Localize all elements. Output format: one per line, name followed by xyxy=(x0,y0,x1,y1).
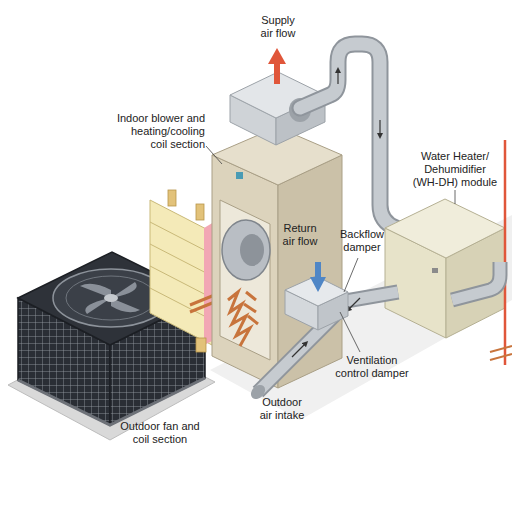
return-duct xyxy=(340,292,398,302)
part-label: Supply air flow xyxy=(256,14,300,40)
leader-line xyxy=(455,190,456,204)
access-opening xyxy=(220,200,270,360)
fan-blades xyxy=(80,282,140,314)
part-label: Outdoor fan and coil section xyxy=(116,420,204,446)
damper-box-top xyxy=(285,276,348,306)
return-duct-edge xyxy=(340,292,398,302)
supply-duct-edge xyxy=(300,44,396,228)
blower-wheel xyxy=(240,234,264,266)
air-handler-front xyxy=(212,155,278,388)
control-indicator xyxy=(236,172,243,179)
return-arrow-head xyxy=(310,277,326,292)
part-label: Ventilation control damper xyxy=(330,354,414,380)
water-line xyxy=(490,346,512,360)
wall-stud xyxy=(196,338,206,352)
leader-line xyxy=(340,312,360,352)
evaporator-coil xyxy=(228,292,258,346)
fan-guard-ring xyxy=(66,276,156,320)
duct-flow-arrow xyxy=(348,298,360,310)
wall-stud xyxy=(168,190,176,206)
wall-stud xyxy=(196,204,204,220)
supply-arrow-head xyxy=(268,48,286,64)
module-duct-edge xyxy=(452,262,500,300)
return-arrow-shaft xyxy=(315,262,321,279)
duct-flow-arrow xyxy=(337,70,338,84)
supply-duct xyxy=(300,44,396,228)
part-label: Return air flow xyxy=(278,222,322,248)
part-label: Backflow damper xyxy=(335,228,389,254)
module-indicator xyxy=(432,268,438,273)
leader-line xyxy=(344,258,358,292)
duct-flow-arrow xyxy=(379,120,380,136)
duct-flow-arrow xyxy=(292,343,306,357)
module-duct xyxy=(452,262,500,300)
module-top xyxy=(385,199,505,258)
supply-arrow-shaft xyxy=(274,62,280,84)
siding-panel xyxy=(150,200,212,345)
fan-hub xyxy=(104,294,118,302)
water-pipe xyxy=(504,140,507,365)
condenser-base xyxy=(18,378,205,425)
blower-housing xyxy=(222,220,270,280)
part-label: Water Heater/ Dehumidifier (WH-DH) modul… xyxy=(410,150,500,190)
leader-line xyxy=(206,146,222,164)
part-label: Indoor blower and heating/cooling coil s… xyxy=(113,112,205,152)
part-label: Outdoor air intake xyxy=(255,396,309,422)
